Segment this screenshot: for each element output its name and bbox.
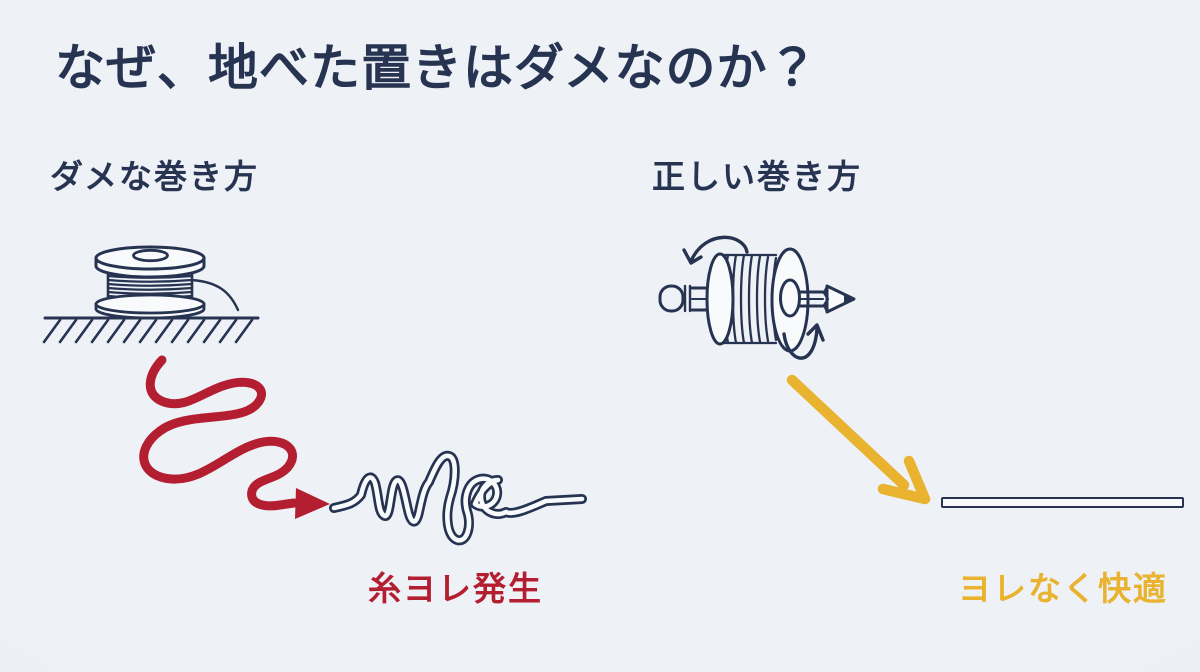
straight-line-icon: [941, 497, 1184, 508]
correct-winding-label: 正しい巻き方: [652, 158, 862, 195]
tangled-line-icon: [329, 450, 587, 546]
spool-on-pencil-icon: [658, 235, 856, 360]
good-result-caption: ヨレなく快適: [958, 570, 1168, 607]
yellow-arrow-icon: [786, 374, 931, 505]
page-title: なぜ、地べた置きはダメなのか？: [55, 40, 819, 96]
spool-on-ground-icon: [42, 245, 260, 344]
bad-result-caption: 糸ヨレ発生: [368, 570, 543, 607]
bad-winding-label: ダメな巻き方: [50, 158, 260, 195]
red-squiggle-arrow-icon: [139, 355, 330, 519]
